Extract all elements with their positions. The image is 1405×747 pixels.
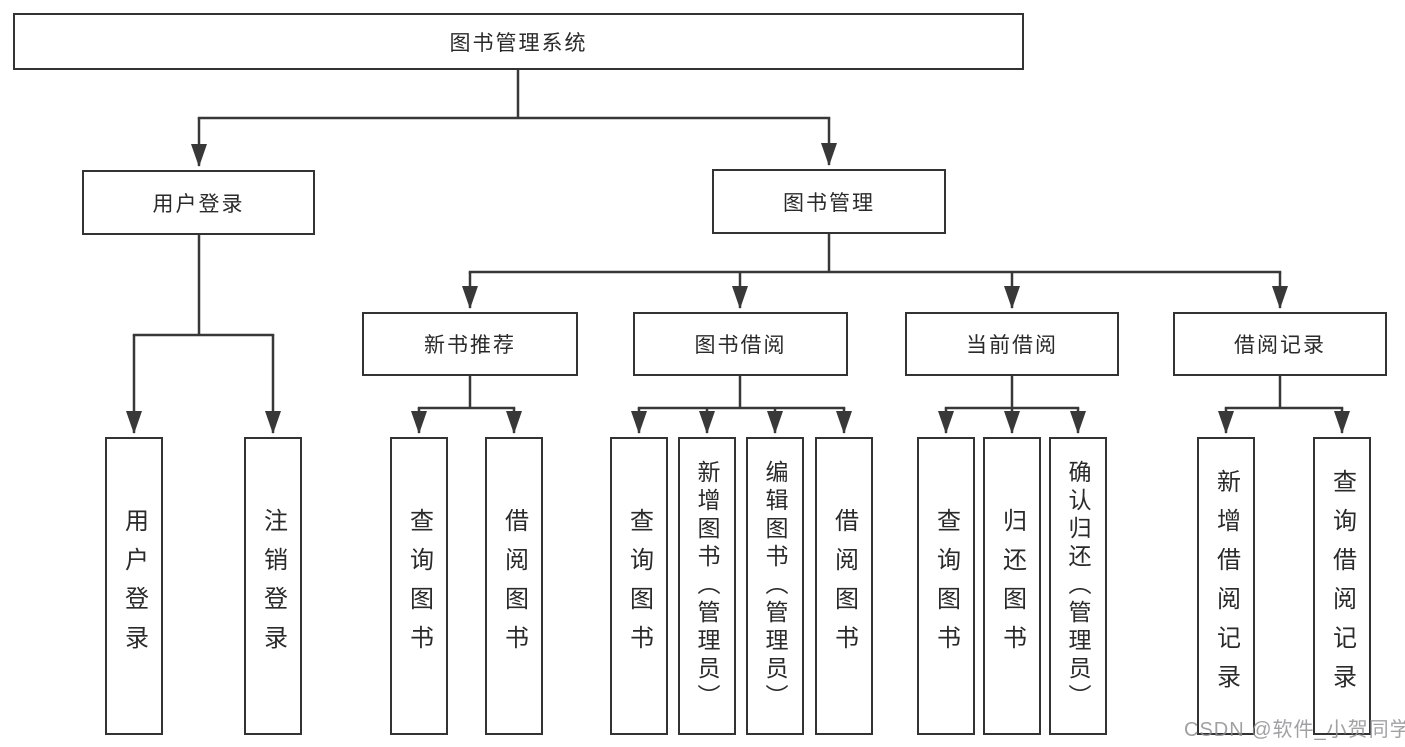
node-user-login: 用户登录 [82, 170, 315, 235]
leaf-confirm-return-admin: 确认归还（管理员） [1049, 437, 1107, 735]
node-current-borrow: 当前借阅 [905, 312, 1119, 376]
leaf-query-borrow-record: 查询借阅记录 [1313, 437, 1371, 735]
node-book-borrow: 图书借阅 [633, 312, 848, 376]
node-borrow-records: 借阅记录 [1173, 312, 1387, 376]
leaf-return-book: 归还图书 [983, 437, 1041, 735]
leaf-query-books-recommend: 查询图书 [390, 437, 448, 735]
leaf-user-login: 用户登录 [105, 437, 163, 735]
leaf-edit-book-admin: 编辑图书（管理员） [746, 437, 804, 735]
leaf-borrow-books: 借阅图书 [815, 437, 873, 735]
leaf-add-book-admin: 新增图书（管理员） [678, 437, 736, 735]
leaf-logout: 注销登录 [244, 437, 302, 735]
node-book-management: 图书管理 [712, 169, 946, 234]
connector-paths [126, 70, 1350, 434]
node-new-book-recommend: 新书推荐 [362, 312, 578, 376]
leaf-query-books-current: 查询图书 [917, 437, 975, 735]
watermark: CSDN @软件_小贺同学 [1184, 719, 1405, 741]
leaf-borrow-books-recommend: 借阅图书 [485, 437, 543, 735]
node-library-management-system: 图书管理系统 [13, 13, 1024, 70]
leaf-query-books-borrow: 查询图书 [610, 437, 668, 735]
leaf-add-borrow-record: 新增借阅记录 [1197, 437, 1255, 735]
